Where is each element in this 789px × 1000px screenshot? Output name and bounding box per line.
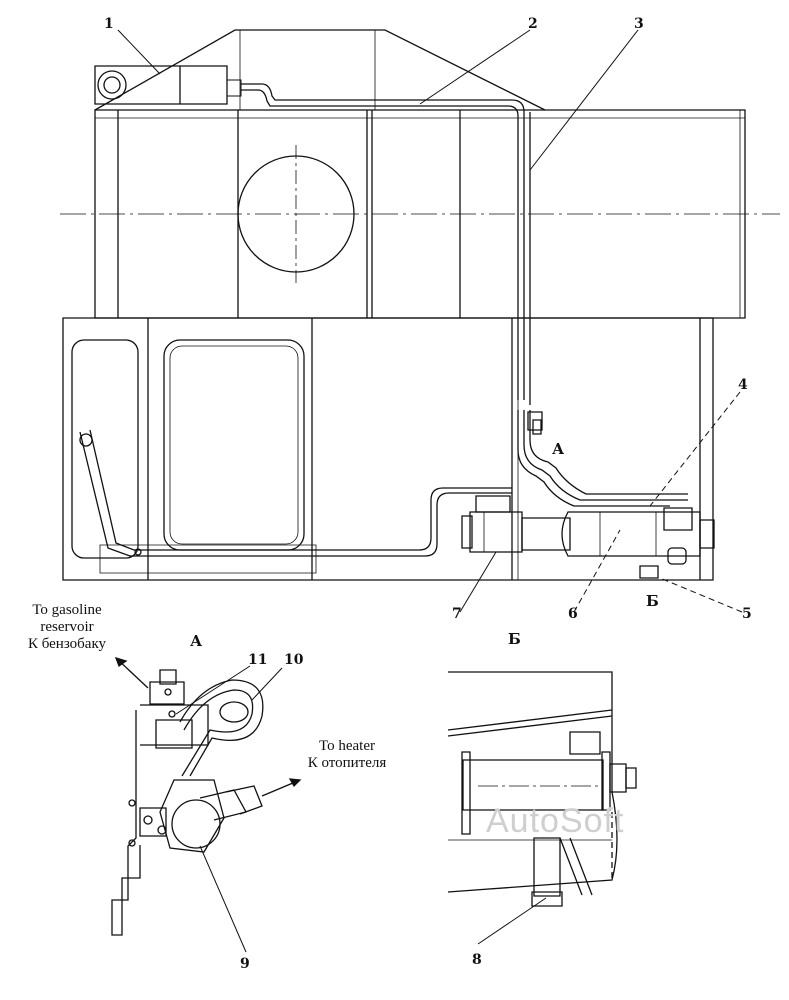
- hatch-circle: [238, 145, 354, 283]
- view-a-inline-marker: А: [552, 440, 565, 458]
- note-gasoline-en-line1: To gasoline: [32, 602, 102, 618]
- flow-arrow-to-heater: [262, 779, 300, 796]
- callout-9: 9: [240, 956, 250, 972]
- callout-1: 1: [104, 16, 114, 32]
- note-heater: To heater К отопителя: [292, 738, 402, 772]
- flow-arrow-to-gasoline: [116, 658, 148, 688]
- note-gasoline-en-line2: reservoir: [40, 619, 94, 635]
- view-b-assembly: [448, 672, 636, 906]
- heater-unit-6: [522, 508, 714, 564]
- hull-lower-section: [63, 318, 713, 580]
- leader-lines: [118, 30, 742, 952]
- callout-4: 4: [738, 377, 748, 393]
- callout-3: 3: [634, 16, 644, 32]
- fuel-line-2: [241, 84, 524, 400]
- watermark: AutoSoft: [486, 802, 625, 840]
- view-a-assembly: [112, 670, 263, 935]
- note-gasoline-ru: К бензобаку: [27, 636, 107, 652]
- combustion-chamber-7: [462, 496, 522, 552]
- callout-8: 8: [472, 952, 482, 968]
- callout-10: 10: [284, 652, 304, 668]
- view-b-inline-marker: Б: [646, 592, 659, 610]
- note-heater-ru: К отопителя: [307, 755, 387, 771]
- component-1-unit: [95, 66, 241, 104]
- callout-6: 6: [568, 606, 578, 622]
- lower-pipe: [80, 430, 512, 573]
- callout-5: 5: [742, 606, 752, 622]
- view-a-title: А: [190, 632, 203, 650]
- note-heater-en: To heater: [318, 738, 375, 754]
- callout-2: 2: [528, 16, 538, 32]
- hull-top-section: [60, 30, 780, 318]
- bracket-5: [640, 566, 658, 578]
- heater-feed-line: [518, 410, 688, 506]
- view-b-title: Б: [508, 630, 521, 648]
- note-gasoline-reservoir: To gasoline reservoir К бензобаку: [12, 602, 122, 653]
- callout-7: 7: [452, 606, 462, 622]
- callout-11: 11: [248, 652, 268, 668]
